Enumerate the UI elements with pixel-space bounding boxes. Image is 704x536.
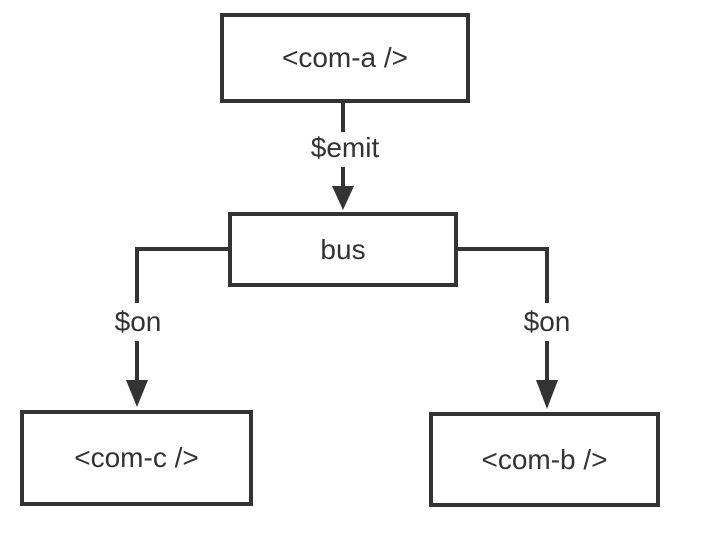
edge-label-on-left: $on xyxy=(114,306,162,337)
node-com-b: <com-b /> xyxy=(429,412,660,507)
node-com-c-label: <com-c /> xyxy=(74,442,199,473)
edge-label-on-right: $on xyxy=(523,306,571,337)
node-bus: bus xyxy=(228,212,458,287)
node-com-c: <com-c /> xyxy=(20,410,253,506)
edge-on-right-elbow-segment xyxy=(456,247,549,303)
edge-on-left-arrowhead-icon xyxy=(126,380,148,407)
edge-emit-arrowhead-icon xyxy=(332,186,354,210)
edge-on-left-elbow-segment xyxy=(135,247,230,303)
node-bus-label: bus xyxy=(320,233,366,265)
node-com-a: <com-a /> xyxy=(220,13,470,103)
node-com-a-label: <com-a /> xyxy=(281,42,409,73)
node-com-b-label: <com-b /> xyxy=(481,443,608,475)
edge-on-right-arrowhead-icon xyxy=(536,380,558,409)
edge-label-emit: $emit xyxy=(310,132,380,163)
